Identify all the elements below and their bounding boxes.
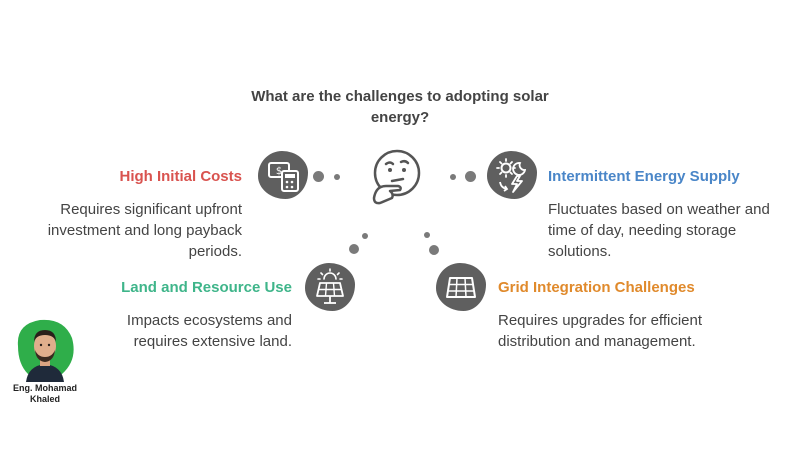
- connector-dot: [429, 245, 439, 255]
- author-name: Eng. Mohamad Khaled: [12, 383, 77, 404]
- intermittent-title: Intermittent Energy Supply: [548, 168, 740, 185]
- land-use-description: Impacts ecosystems and requires extensiv…: [126, 312, 292, 350]
- grid-title: Grid Integration Challenges: [498, 279, 695, 296]
- thinking-face-icon: [372, 149, 421, 205]
- grid-description: Requires upgrades for efficient distribu…: [498, 312, 703, 350]
- connector-dot: [424, 232, 430, 238]
- solar-panel-sun-icon: [316, 268, 344, 304]
- intermittent-icon-badge: [487, 151, 537, 199]
- svg-text:$: $: [276, 166, 282, 177]
- money-calculator-icon: $: [268, 162, 299, 192]
- author-avatar: [12, 316, 78, 382]
- connector-dot: [450, 174, 456, 180]
- land-use-title: Land and Resource Use: [121, 279, 292, 296]
- connector-dot: [334, 174, 340, 180]
- high-costs-title: High Initial Costs: [119, 168, 242, 185]
- connector-dot: [313, 171, 324, 182]
- high-costs-icon-badge: $: [258, 151, 308, 199]
- solar-grid-icon: [446, 277, 476, 298]
- connector-dot: [349, 244, 359, 254]
- connector-dot: [362, 233, 368, 239]
- author-portrait-image: [17, 319, 74, 382]
- high-costs-description: Requires significant upfront investment …: [47, 201, 242, 260]
- intermittent-description: Fluctuates based on weather and time of …: [548, 201, 770, 260]
- land-use-icon-badge: [305, 263, 355, 311]
- diagram-title: What are the challenges to adopting sola…: [251, 88, 549, 126]
- grid-icon-badge: [436, 263, 486, 311]
- connector-dot: [465, 171, 476, 182]
- sun-moon-lightning-icon: [496, 158, 527, 193]
